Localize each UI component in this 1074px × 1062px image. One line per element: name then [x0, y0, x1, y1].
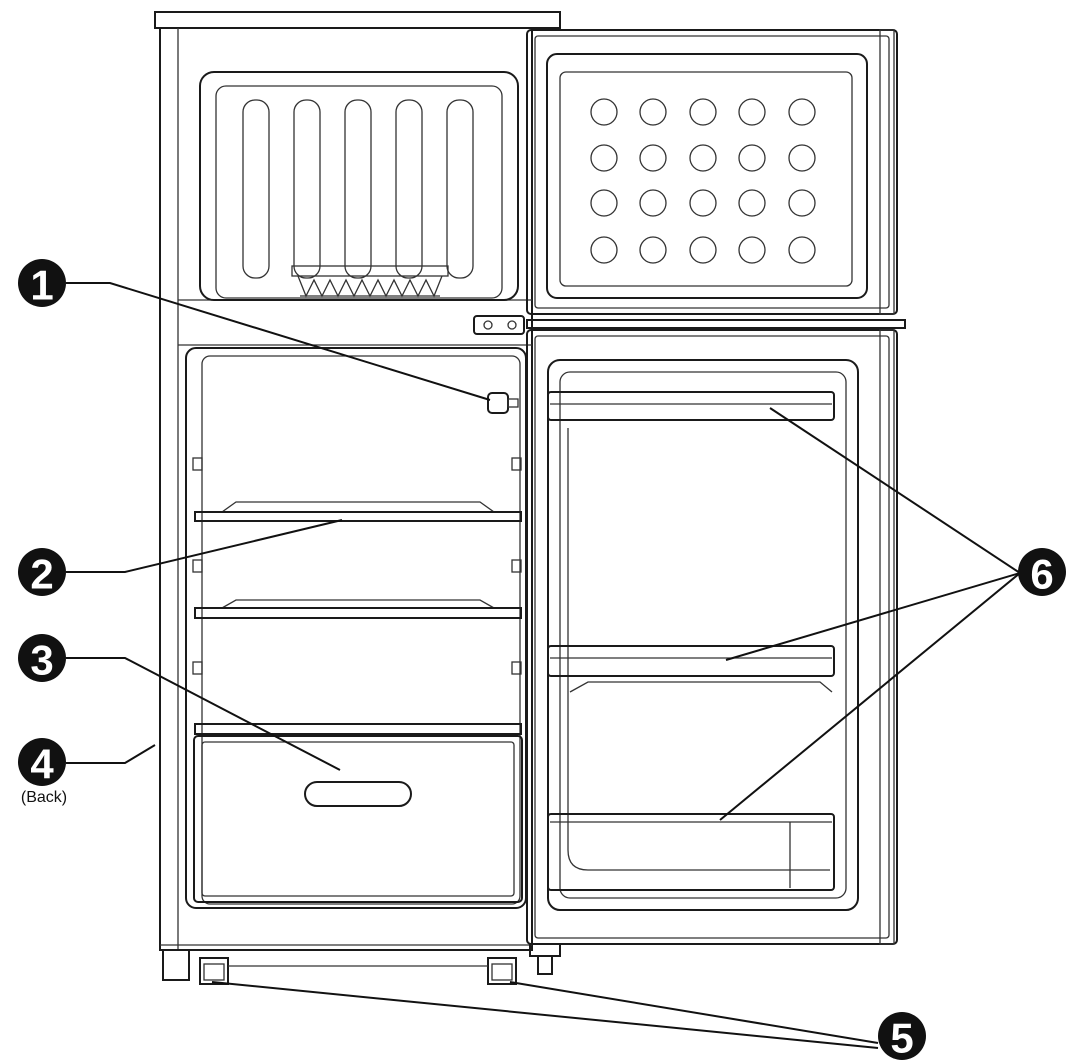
callout-1: 1 — [18, 259, 66, 309]
fridge-door — [526, 329, 898, 945]
leader-line-5b — [509, 981, 879, 1044]
callout-5-label: 5 — [890, 1015, 913, 1062]
callout-6: 6 — [1018, 548, 1066, 598]
leader-line-5a — [211, 981, 879, 1049]
leader-line-1 — [66, 282, 491, 401]
callout-4-note: (Back) — [21, 789, 67, 806]
callout-5: 5 — [878, 1012, 926, 1062]
crisper-drawer — [193, 735, 523, 903]
fridge-compartment — [185, 347, 527, 909]
door-shelf-middle — [547, 645, 835, 693]
adjustable-feet — [162, 949, 517, 985]
freezer-compartment — [199, 71, 519, 301]
glass-shelf-lower — [194, 723, 522, 735]
freezer-door — [526, 29, 898, 315]
callout-4-label: 4 — [30, 741, 54, 788]
leader-lines — [66, 282, 1021, 1049]
door-shelf-upper — [547, 391, 835, 421]
leader-line-6a — [769, 407, 1021, 574]
leader-line-6b — [725, 572, 1021, 661]
leader-line-2 — [66, 519, 343, 573]
callout-6-label: 6 — [1030, 551, 1053, 598]
callout-3-label: 3 — [30, 637, 53, 684]
bottom-hinge — [529, 943, 561, 975]
leader-line-6c — [719, 572, 1021, 821]
callout-4: 4 (Back) — [18, 738, 67, 806]
callout-2: 2 — [18, 548, 66, 598]
glass-shelf-upper — [194, 501, 522, 522]
callout-1-label: 1 — [30, 262, 53, 309]
callout-2-label: 2 — [30, 551, 53, 598]
leader-line-4 — [66, 744, 156, 764]
middle-hinge — [473, 315, 906, 335]
callout-3: 3 — [18, 634, 66, 684]
glass-shelf-middle — [194, 599, 522, 619]
leader-line-3 — [66, 657, 341, 771]
door-shelf-lower — [547, 813, 835, 891]
ice-cube-mold — [590, 98, 816, 264]
